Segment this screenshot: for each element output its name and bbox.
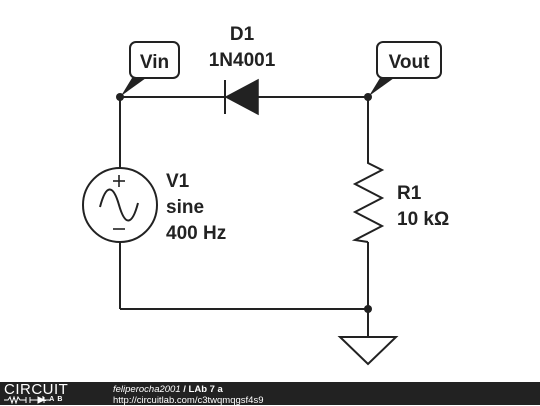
circuit-title[interactable]: LAb 7 a bbox=[188, 384, 223, 395]
circuitlab-logo-text: CIRCUIT bbox=[4, 381, 69, 398]
voltage-source-symbol bbox=[82, 167, 158, 243]
circuit-url[interactable]: http://circuitlab.com/c3twqmqgsf4s9 bbox=[113, 395, 264, 406]
circuitlab-logo-lab: LAB bbox=[14, 396, 65, 404]
circuit-meta: feliperocha2001 / LAb 7 a http://circuit… bbox=[113, 384, 263, 406]
circuit-logo-icon bbox=[4, 396, 50, 404]
diode-symbol bbox=[224, 78, 259, 116]
resistor-value: 10 kΩ bbox=[397, 209, 449, 230]
probe-vin-label: Vin bbox=[140, 52, 169, 73]
resistor-ref: R1 bbox=[397, 183, 422, 204]
probe-vout: Vout bbox=[369, 41, 442, 96]
node-ground-junction bbox=[364, 305, 372, 313]
sine-wave-icon bbox=[99, 188, 139, 222]
probe-vin: Vin bbox=[121, 41, 180, 96]
footer-bar: CIRCUIT LAB feliperocha2001 / LAb 7 a ht… bbox=[0, 381, 540, 406]
schematic-diagram: Vin Vout D1 1N4001 V1 sine 400 Hz R1 10 … bbox=[82, 24, 449, 366]
probe-vout-label: Vout bbox=[389, 52, 430, 73]
meta-separator: / bbox=[183, 384, 186, 395]
ground-symbol bbox=[337, 336, 399, 366]
source-type: sine bbox=[166, 197, 204, 218]
resistor-symbol bbox=[351, 158, 385, 243]
source-ref: V1 bbox=[166, 171, 190, 192]
logo-lab-text: LAB bbox=[42, 396, 66, 403]
author-link[interactable]: feliperocha2001 bbox=[113, 384, 181, 395]
diode-part: 1N4001 bbox=[209, 50, 276, 71]
source-freq: 400 Hz bbox=[166, 223, 226, 244]
diode-ref: D1 bbox=[230, 24, 255, 45]
